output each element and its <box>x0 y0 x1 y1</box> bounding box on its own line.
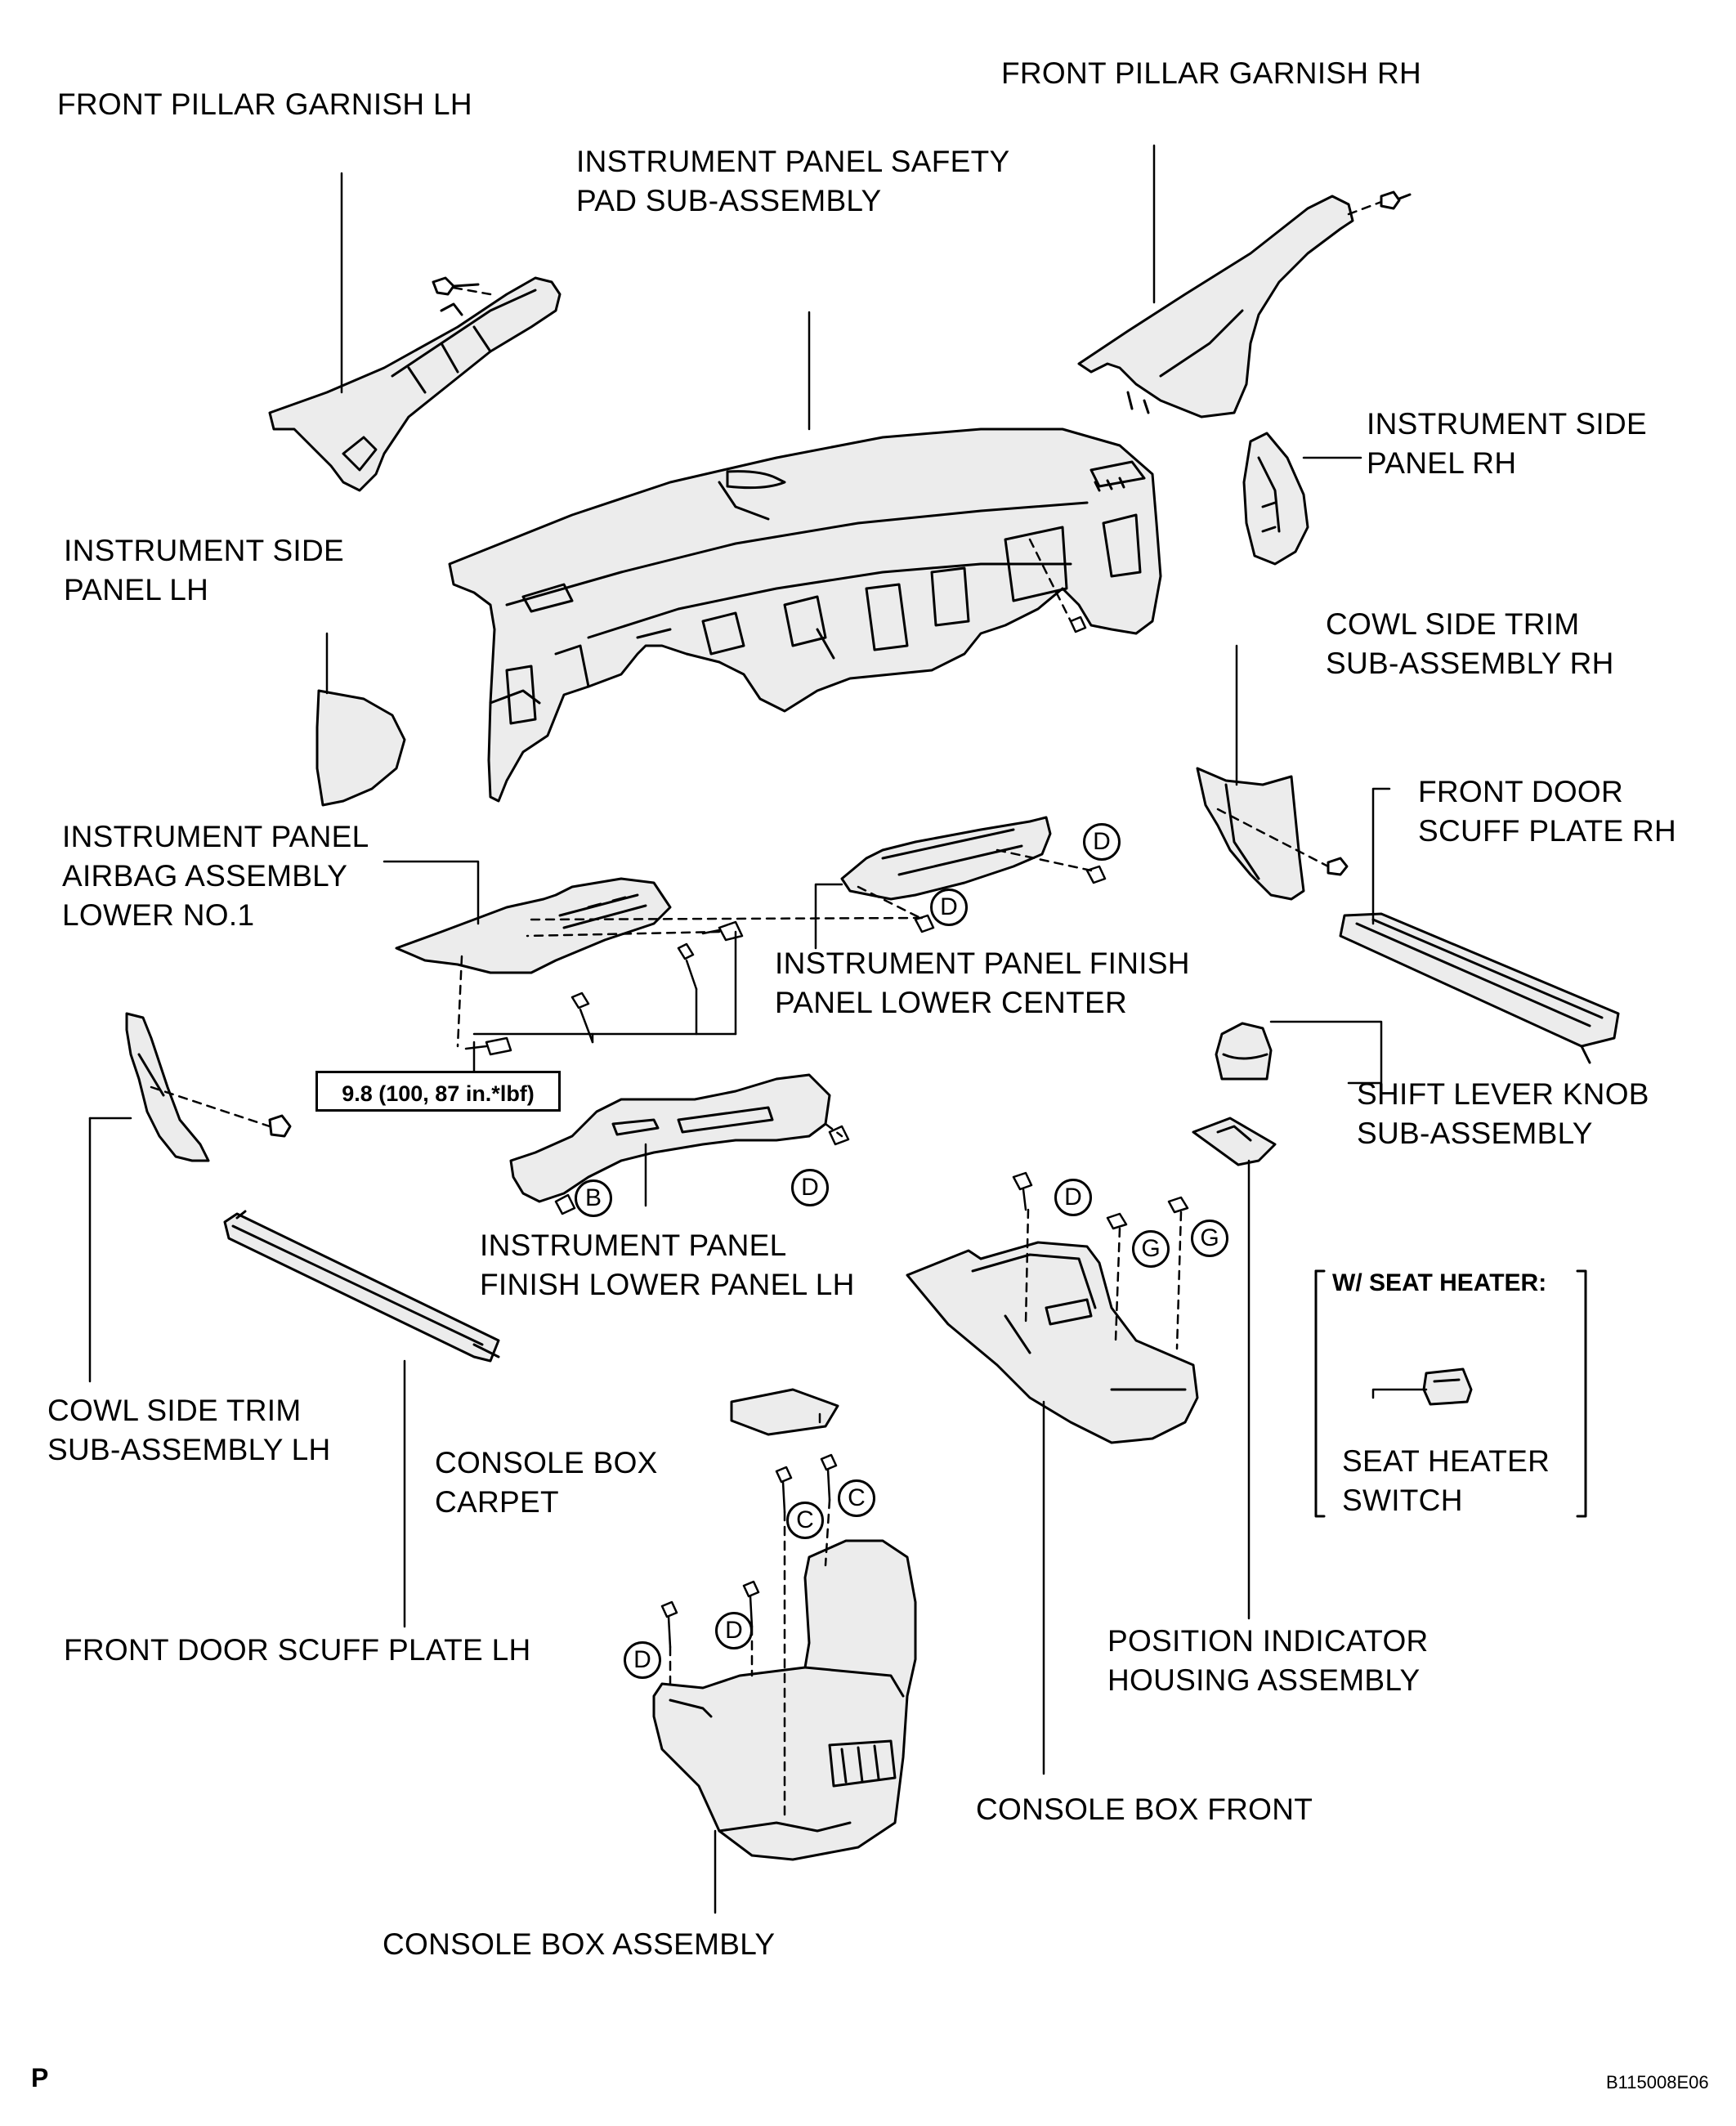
shift-lever-knob <box>1215 1022 1273 1081</box>
label-shift-lever-knob: SHIFT LEVER KNOB SUB-ASSEMBLY <box>1357 1077 1649 1150</box>
label-instrument-panel-finish-lower-lh: INSTRUMENT PANEL FINISH LOWER PANEL LH <box>480 1229 855 1301</box>
label-instrument-panel-airbag-lower: INSTRUMENT PANEL AIRBAG ASSEMBLY LOWER N… <box>62 820 369 932</box>
callout-d: D <box>1083 823 1121 861</box>
leader-lines <box>88 144 1428 1914</box>
page-letter: P <box>31 2063 49 2092</box>
label-instrument-panel-safety-pad: INSTRUMENT PANEL SAFETY PAD SUB-ASSEMBLY <box>576 145 1010 217</box>
seat-heater-inset-title: W/ SEAT HEATER: <box>1332 1269 1547 1296</box>
label-console-box-assembly: CONSOLE BOX ASSEMBLY <box>383 1927 776 1961</box>
callout-d: D <box>1054 1179 1092 1216</box>
callout-g: G <box>1191 1220 1228 1257</box>
torque-spec-box: 9.8 (100, 87 in.*lbf) <box>315 1071 561 1112</box>
label-position-indicator-housing: POSITION INDICATOR HOUSING ASSEMBLY <box>1107 1624 1429 1697</box>
label-front-door-scuff-plate-rh: FRONT DOOR SCUFF PLATE RH <box>1418 775 1676 848</box>
label-instrument-panel-finish-lower-center: INSTRUMENT PANEL FINISH PANEL LOWER CENT… <box>775 947 1190 1019</box>
seat-heater-switch <box>1422 1367 1473 1406</box>
front-pillar-garnish-lh <box>268 276 562 492</box>
label-instrument-side-panel-rh: INSTRUMENT SIDE PANEL RH <box>1367 407 1648 480</box>
label-front-pillar-garnish-rh: FRONT PILLAR GARNISH RH <box>1001 56 1422 90</box>
label-cowl-side-trim-rh: COWL SIDE TRIM SUB-ASSEMBLY RH <box>1326 607 1614 680</box>
figure-id: B115008E06 <box>1606 2072 1709 2092</box>
instrument-panel-airbag-lower <box>395 877 672 974</box>
label-console-box-front: CONSOLE BOX FRONT <box>976 1793 1313 1826</box>
front-door-scuff-plate-lh <box>223 1210 500 1363</box>
callout-d: D <box>930 888 968 926</box>
instrument-panel-safety-pad <box>448 427 1162 803</box>
console-box-front <box>906 1241 1199 1444</box>
label-console-box-carpet: CONSOLE BOX CARPET <box>435 1446 658 1519</box>
label-instrument-side-panel-lh: INSTRUMENT SIDE PANEL LH <box>64 534 345 606</box>
instrument-panel-finish-lower-lh <box>509 1073 831 1203</box>
console-box-carpet <box>730 1388 839 1436</box>
instrument-side-panel-rh <box>1242 432 1309 566</box>
cowl-side-trim-rh <box>1196 767 1349 901</box>
label-cowl-side-trim-lh: COWL SIDE TRIM SUB-ASSEMBLY LH <box>47 1394 331 1466</box>
instrument-panel-finish-lower-center <box>840 816 1052 901</box>
front-pillar-garnish-rh <box>1077 190 1412 418</box>
label-seat-heater-switch: SEAT HEATER SWITCH <box>1342 1444 1550 1517</box>
position-indicator-housing <box>1192 1117 1277 1166</box>
callout-c: C <box>838 1479 875 1517</box>
console-box-assembly <box>652 1539 917 1861</box>
front-door-scuff-plate-rh <box>1339 912 1620 1064</box>
callout-b: B <box>575 1179 612 1217</box>
label-front-pillar-garnish-lh: FRONT PILLAR GARNISH LH <box>57 87 472 121</box>
callout-d: D <box>624 1641 661 1679</box>
cowl-side-trim-lh <box>125 1012 292 1162</box>
label-front-door-scuff-plate-lh: FRONT DOOR SCUFF PLATE LH <box>64 1633 531 1667</box>
seat-heater-inset-frame <box>1314 1269 1587 1518</box>
callout-g: G <box>1132 1230 1170 1268</box>
fasteners <box>464 615 1189 1649</box>
callout-d: D <box>715 1612 753 1649</box>
callout-c: C <box>786 1502 824 1539</box>
instrument-side-panel-lh <box>315 689 406 807</box>
callout-d: D <box>791 1169 829 1206</box>
